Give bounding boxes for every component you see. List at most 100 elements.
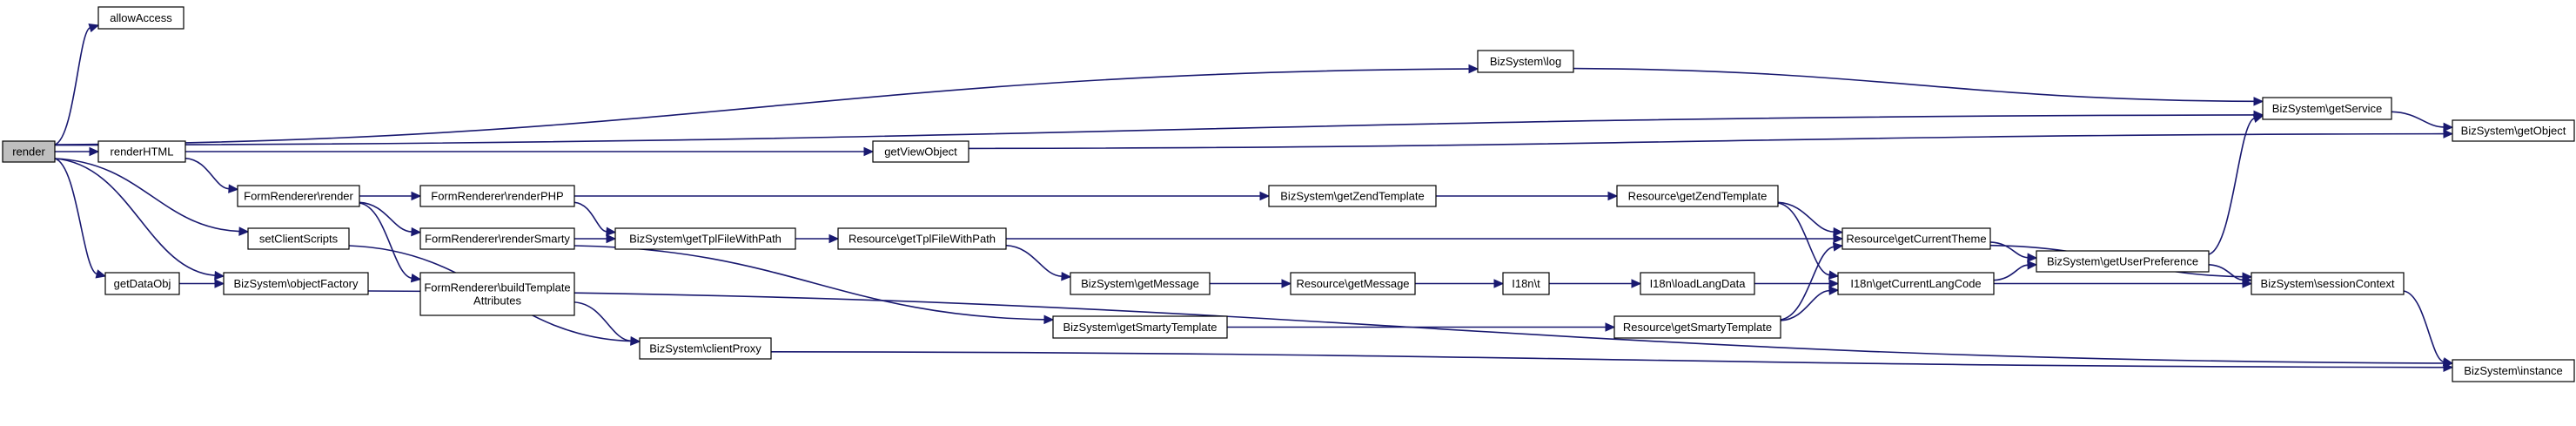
arrowhead	[1468, 64, 1479, 74]
node-getviewobject[interactable]: getViewObject	[872, 140, 969, 163]
arrowhead	[828, 233, 840, 244]
node-objectfactory[interactable]: BizSystem\objectFactory	[223, 272, 369, 295]
node-instance[interactable]: BizSystem\instance	[2452, 359, 2575, 382]
arrowhead	[1043, 314, 1055, 325]
node-res-gettplfilewithpath[interactable]: Resource\getTplFileWithPath	[837, 227, 1007, 250]
node-label: FormRenderer\renderPHP	[431, 190, 563, 203]
node-clientproxy[interactable]: BizSystem\clientProxy	[639, 337, 772, 360]
edge-fr-rendersmarty-to-bs-getsmartytemplate	[574, 245, 1055, 325]
node-bs-getsmartytemplate[interactable]: BizSystem\getSmartyTemplate	[1052, 315, 1228, 339]
edge-line	[1989, 241, 2029, 259]
node-getuserpreference[interactable]: BizSystem\getUserPreference	[2036, 250, 2210, 273]
node-box	[2, 140, 56, 163]
node-setclientscripts[interactable]: setClientScripts	[247, 227, 350, 250]
node-bs-getmessage[interactable]: BizSystem\getMessage	[1070, 272, 1211, 295]
edge-res-gettplfilewithpath-to-res-getcurrenttheme	[1006, 233, 1844, 244]
edge-line	[2208, 117, 2255, 255]
node-box	[1837, 272, 1995, 295]
edge-getuserpreference-to-getservice	[2208, 113, 2264, 255]
edge-line	[574, 201, 607, 233]
arrowhead	[89, 146, 100, 157]
node-box	[1290, 272, 1416, 295]
node-renderhtml[interactable]: renderHTML	[97, 140, 186, 163]
node-box	[2452, 119, 2575, 142]
edge-getviewobject-to-getobject	[968, 129, 2454, 150]
node-label: BizSystem\getSmartyTemplate	[1063, 321, 1217, 334]
arrowhead	[606, 227, 617, 237]
node-res-getmessage[interactable]: Resource\getMessage	[1290, 272, 1416, 295]
edge-renderhtml-to-getviewobject	[185, 146, 875, 157]
edge-bs-log-to-getservice	[1573, 67, 2264, 106]
node-getobject[interactable]: BizSystem\getObject	[2452, 119, 2575, 142]
node-box	[419, 185, 575, 207]
edge-line	[1777, 202, 1830, 276]
edge-render-to-renderhtml	[55, 146, 100, 157]
node-getservice[interactable]: BizSystem\getService	[2262, 97, 2392, 120]
node-allowaccess[interactable]: allowAccess	[97, 6, 184, 30]
node-fr-rendersmarty[interactable]: FormRenderer\renderSmarty	[419, 227, 575, 250]
node-box	[1070, 272, 1211, 295]
edge-i18n-getcurrentlangcode-to-getuserpreference	[1993, 260, 2038, 281]
edge-bs-getsmartytemplate-to-res-getsmartytemplate	[1227, 322, 1616, 332]
edge-res-getsmartytemplate-to-res-getcurrenttheme	[1780, 242, 1844, 321]
edge-i18n-t-to-i18n-loadlangdata	[1548, 279, 1642, 288]
edge-res-getzendtemplate-to-res-getcurrenttheme	[1777, 201, 1844, 237]
arrowhead	[2252, 113, 2264, 123]
edge-line	[770, 351, 2445, 369]
node-bs-getzendtemplate[interactable]: BizSystem\getZendTemplate	[1268, 185, 1437, 207]
edge-render-to-allowaccess	[54, 24, 100, 145]
node-label: BizSystem\getTplFileWithPath	[629, 233, 782, 246]
edge-line	[1777, 201, 1835, 233]
node-label: Attributes	[473, 294, 521, 308]
node-label: BizSystem\getObject	[2461, 125, 2566, 138]
edge-fr-render-to-fr-renderphp	[359, 191, 422, 201]
edge-render-to-objectfactory	[54, 158, 225, 281]
node-res-getzendtemplate[interactable]: Resource\getZendTemplate	[1616, 185, 1779, 207]
node-res-getsmartytemplate[interactable]: Resource\getSmartyTemplate	[1613, 315, 1781, 339]
node-label: I18n\t	[1512, 277, 1540, 290]
node-box	[2262, 97, 2392, 120]
node-sessioncontext[interactable]: BizSystem\sessionContext	[2251, 272, 2405, 295]
node-res-getcurrenttheme[interactable]: Resource\getCurrentTheme	[1841, 227, 1991, 250]
edge-line	[1573, 67, 2255, 103]
node-box	[419, 227, 575, 250]
node-bs-log[interactable]: BizSystem\log	[1477, 50, 1574, 73]
node-box	[1268, 185, 1437, 207]
node-box	[1613, 315, 1781, 339]
edge-getdataobj-to-objectfactory	[178, 279, 225, 288]
arrowhead	[1828, 270, 1840, 280]
edge-render-to-getservice	[54, 110, 2264, 146]
node-getdataobj[interactable]: getDataObj	[104, 272, 180, 295]
arrowhead	[1605, 322, 1616, 332]
node-fr-render[interactable]: FormRenderer\render	[237, 185, 360, 207]
arrowhead	[1832, 242, 1844, 252]
arrowhead	[606, 233, 617, 244]
edge-line	[54, 68, 1470, 145]
edge-fr-renderphp-to-bs-getzendtemplate	[574, 191, 1271, 201]
node-i18n-getcurrentlangcode[interactable]: I18n\getCurrentLangCode	[1837, 272, 1995, 295]
edge-fr-renderphp-to-gettplfilewithpath	[574, 201, 617, 237]
node-i18n-t[interactable]: I18n\t	[1502, 272, 1550, 295]
node-gettplfilewithpath[interactable]: BizSystem\getTplFileWithPath	[614, 227, 796, 250]
edge-getuserpreference-to-sessioncontext	[2208, 264, 2253, 285]
node-i18n-loadlangdata[interactable]: I18n\loadLangData	[1640, 272, 1755, 295]
edge-line	[54, 114, 2255, 146]
node-box	[223, 272, 369, 295]
arrowhead	[214, 279, 225, 288]
node-box	[639, 337, 772, 360]
arrowhead	[2242, 274, 2253, 285]
node-label: Resource\getCurrentTheme	[1846, 233, 1986, 246]
node-fr-renderphp[interactable]: FormRenderer\renderPHP	[419, 185, 575, 207]
edge-line	[54, 158, 240, 233]
node-label: setClientScripts	[259, 233, 339, 246]
edge-line	[1993, 264, 2029, 281]
edge-sessioncontext-to-instance	[2403, 290, 2454, 367]
edge-fr-rendersmarty-to-gettplfilewithpath	[574, 233, 617, 244]
arrowhead	[1828, 286, 1840, 295]
node-box	[1640, 272, 1755, 295]
node-render[interactable]: render	[2, 140, 56, 163]
edge-renderhtml-to-fr-render	[184, 157, 239, 193]
node-box	[1477, 50, 1574, 73]
edge-getservice-to-getobject	[2391, 111, 2454, 132]
